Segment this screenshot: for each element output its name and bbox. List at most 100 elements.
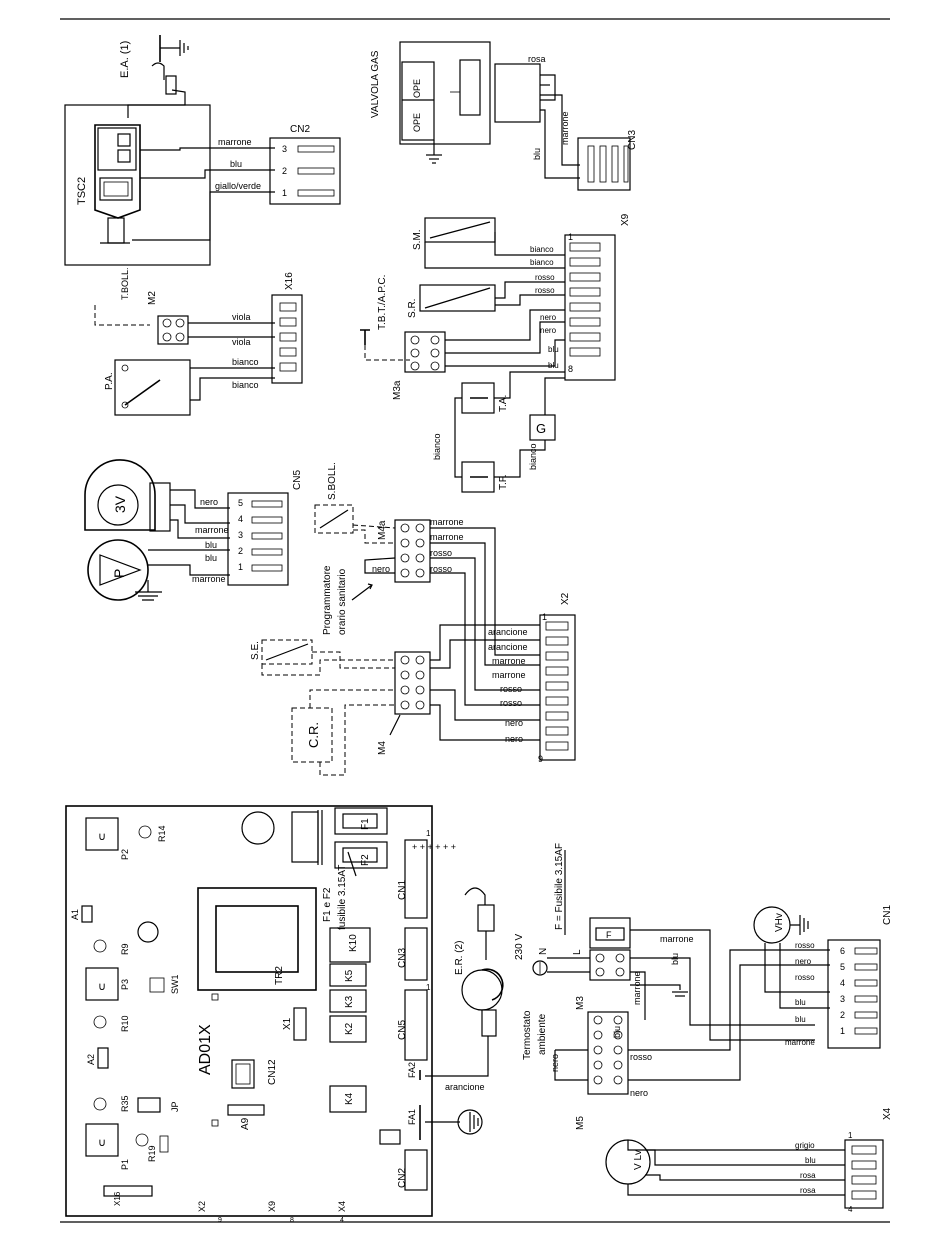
- x4-wire-rosa-1: rosa: [800, 1171, 816, 1180]
- wire-blu-cn3: blu: [532, 148, 542, 160]
- cn5-wire-marrone-1: marrone: [195, 525, 229, 535]
- cn1r-wire-blu-1: blu: [795, 998, 806, 1007]
- label-a9: A9: [240, 1117, 251, 1130]
- wire-arancione-er: arancione: [445, 1082, 485, 1092]
- cn5-pin-3: 3: [238, 530, 243, 540]
- section-valvola-gas: VALVOLA GAS OPE OPE rosa marrone blu CN3: [370, 41, 638, 191]
- m3-wire-marrone-2: marrone: [632, 971, 642, 1005]
- x9-wire-nero-1: nero: [540, 313, 557, 322]
- label-pcb-x4: X4: [337, 1201, 347, 1212]
- label-m5: M5: [575, 1116, 586, 1130]
- label-pa: P.A.: [104, 372, 115, 390]
- cn5-pin-5: 5: [238, 498, 243, 508]
- cn1r-wire-rosso-1: rosso: [795, 941, 815, 950]
- label-pcb-x2: X2: [197, 1201, 207, 1212]
- x9-wire-bianco-2: bianco: [530, 258, 554, 267]
- x4-wire-rosa-2: rosa: [800, 1186, 816, 1195]
- label-sw1: SW1: [170, 974, 180, 994]
- x9-wire-nero-2: nero: [540, 326, 557, 335]
- label-sr: S.R.: [407, 299, 418, 318]
- label-cr: C.R.: [306, 722, 321, 748]
- m4a-wire-rosso-1: rosso: [430, 548, 452, 558]
- cn1r-pin-3: 3: [840, 994, 845, 1004]
- x4-pin-1: 1: [848, 1131, 853, 1140]
- m4a-wire-nero: nero: [372, 564, 390, 574]
- label-a1: A1: [70, 909, 80, 920]
- label-er2: E.R. (2): [454, 941, 465, 975]
- cn1r-pin-4: 4: [840, 978, 845, 988]
- pcb-x2-pin-9: 9: [218, 1217, 222, 1224]
- label-ambiente: ambiente: [537, 1013, 548, 1055]
- label-m4a: M4a: [377, 520, 388, 540]
- m5-wire-nero: nero: [550, 1054, 560, 1072]
- cn5-wire-blu-1: blu: [205, 540, 217, 550]
- x2-wire-arancione-1: arancione: [488, 627, 528, 637]
- label-fa2: FA2: [407, 1062, 417, 1078]
- pcb-cn1-pin-1: 1: [426, 829, 431, 838]
- label-p1: P1: [120, 1159, 130, 1170]
- m4a-wire-marrone-2: marrone: [430, 532, 464, 542]
- label-fusibile-315at: fusibile 3.15AT: [337, 865, 348, 930]
- section-cn5: 3V P nero marrone blu blu marrone 5 4 3 …: [84, 459, 303, 601]
- x9-wire-bianco-1: bianco: [530, 245, 554, 254]
- label-ope-1: OPE: [412, 79, 422, 98]
- label-termostato: Termostato: [522, 1010, 533, 1060]
- x9-wire-blu-1: blu: [548, 345, 559, 354]
- cn5-wire-marrone-2: marrone: [192, 574, 226, 584]
- label-pcb-x9: X9: [267, 1201, 277, 1212]
- label-pcb-cn5: CN5: [397, 1020, 408, 1040]
- label-valvola-gas: VALVOLA GAS: [370, 50, 381, 118]
- m5-wire-rosso: rosso: [630, 1052, 652, 1062]
- label-ea1: E.A. (1): [119, 41, 131, 78]
- p1-glyph: ∪: [98, 1137, 106, 1149]
- label-m4: M4: [377, 741, 388, 755]
- label-ad01x: AD01X: [197, 1024, 214, 1075]
- label-230v: 230 V: [514, 934, 525, 960]
- label-x2: X2: [560, 592, 571, 605]
- wire-rosa: rosa: [528, 54, 546, 64]
- label-k2: K2: [344, 1022, 355, 1035]
- cn5-pin-1: 1: [238, 562, 243, 572]
- label-r19: R19: [147, 1145, 157, 1162]
- label-k3: K3: [344, 995, 355, 1008]
- cn5-pin-4: 4: [238, 514, 243, 524]
- label-cn12: CN12: [267, 1059, 278, 1085]
- label-m2: M2: [147, 291, 158, 305]
- label-cn2-top: CN2: [290, 124, 310, 135]
- label-orario: orario sanitario: [337, 568, 348, 635]
- cn2-pin-1: 1: [282, 188, 287, 198]
- x2-pin-9: 9: [538, 754, 543, 764]
- label-f2: F2: [360, 854, 371, 866]
- cn2-pin-3: 3: [282, 144, 287, 154]
- pcb-x4-pin-4: 4: [340, 1217, 344, 1224]
- section-mains: E.R. (2) arancione F F = Fusibile 3.15AF…: [425, 843, 893, 1135]
- cn1r-wire-rosso-2: rosso: [795, 973, 815, 982]
- cn1r-wire-marrone: marrone: [785, 1038, 815, 1047]
- label-tbt: T.B.T./A.P.C.: [377, 275, 388, 330]
- wire-marrone-cn3: marrone: [560, 111, 570, 145]
- label-sm: S.M.: [412, 229, 423, 250]
- cn1r-pin-6: 6: [840, 946, 845, 956]
- cn1r-pin-1: 1: [840, 1026, 845, 1036]
- x2-wire-marrone-1: marrone: [492, 656, 526, 666]
- wire-marrone-cn2: marrone: [218, 137, 252, 147]
- m3-wire-blu: blu: [670, 953, 680, 965]
- label-r35: R35: [120, 1095, 130, 1112]
- pcb-cn5-pin-1: 1: [426, 983, 431, 992]
- label-jp: JP: [170, 1101, 180, 1112]
- section-x9: S.M. S.R. T.B.T./A.P.C. M3a T.A. T.F. G: [360, 213, 631, 493]
- cn5-wire-nero: nero: [200, 497, 218, 507]
- x16-wire-bianco-2: bianco: [232, 380, 259, 390]
- cn5-wire-blu-2: blu: [205, 553, 217, 563]
- cn1r-pin-2: 2: [840, 1010, 845, 1020]
- x9-wire-rosso-2: rosso: [535, 286, 555, 295]
- label-r14: R14: [157, 825, 167, 842]
- x4-wire-grigio: grigio: [795, 1141, 815, 1150]
- pcb-x9-pin-8: 8: [290, 1217, 294, 1224]
- x16-wire-viola-1: viola: [232, 312, 251, 322]
- label-f1: F1: [360, 818, 371, 830]
- label-k5: K5: [344, 969, 355, 982]
- m5-wire-nero-2: nero: [630, 1088, 648, 1098]
- label-x9: X9: [620, 213, 631, 226]
